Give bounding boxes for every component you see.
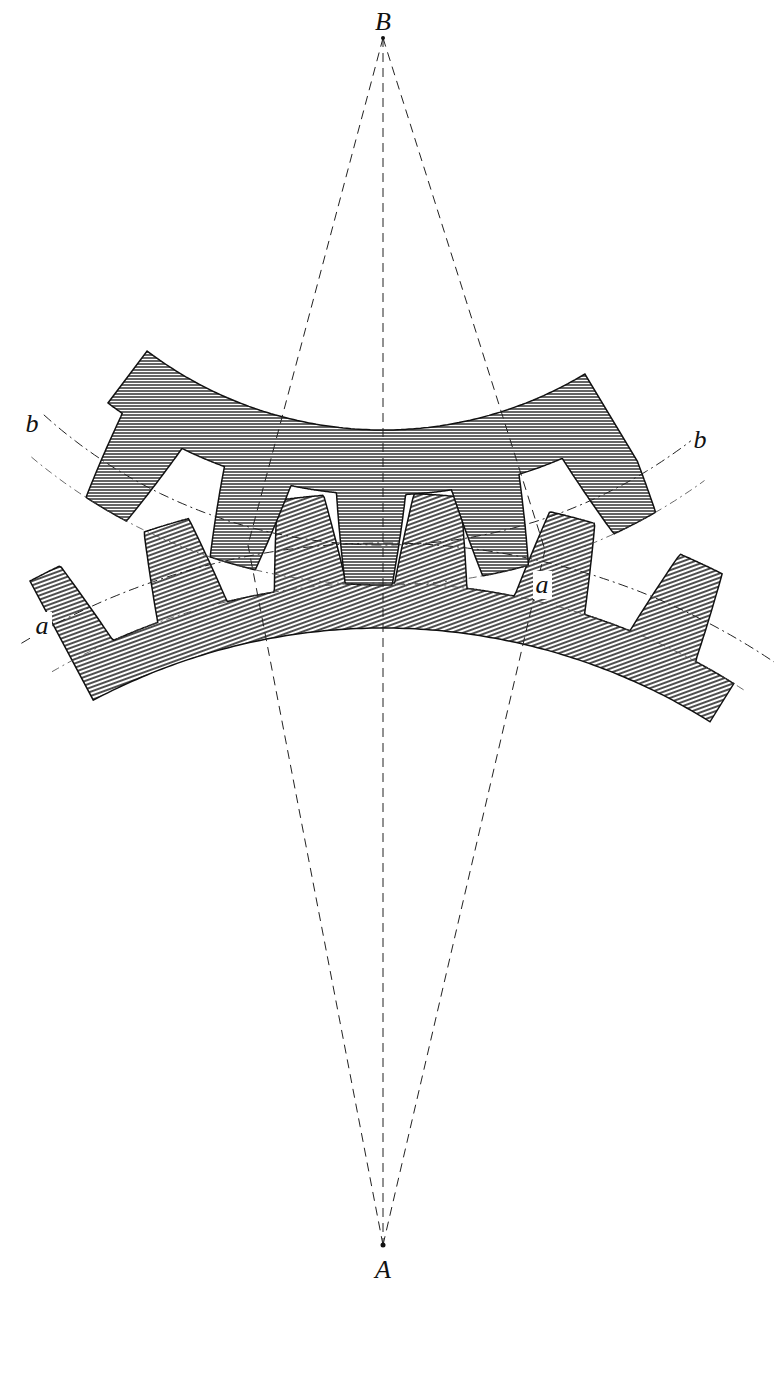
addendum-circle [52, 583, 744, 690]
upper-gear [86, 351, 655, 585]
addendum-circle [31, 457, 704, 585]
center-label: A [372, 1256, 394, 1284]
construction-lines [248, 38, 545, 1245]
circle-label: a [533, 571, 552, 599]
circle-label: b [691, 426, 710, 454]
center-point [381, 1243, 386, 1248]
pitch-circle [21, 543, 774, 663]
center-label: B [372, 8, 394, 36]
circle-label: a [33, 612, 52, 640]
pitch-circle [44, 415, 695, 545]
center-point [381, 36, 385, 40]
circle-label: b [23, 410, 42, 438]
